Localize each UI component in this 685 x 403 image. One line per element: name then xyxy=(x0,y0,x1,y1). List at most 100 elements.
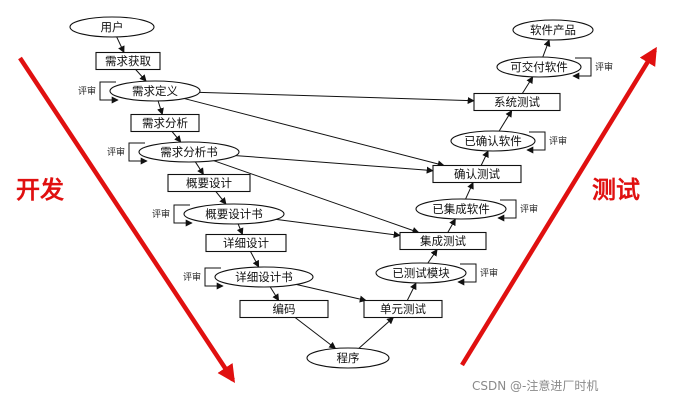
flow-edge xyxy=(194,161,204,176)
flow-edge xyxy=(236,223,244,236)
node-label: 程序 xyxy=(337,351,360,365)
flow-edge xyxy=(135,69,147,82)
review-loop: 评审 xyxy=(526,131,567,154)
node-shape xyxy=(415,198,507,220)
flow-edge xyxy=(406,282,417,301)
flow-edge xyxy=(427,248,438,264)
node-shape xyxy=(183,203,285,225)
node-label: 可交付软件 xyxy=(510,60,568,74)
flow-edge xyxy=(215,191,227,205)
flow-edge xyxy=(358,317,394,349)
node-shape xyxy=(95,51,161,71)
review-loop-line xyxy=(497,199,517,222)
node-label: 已集成软件 xyxy=(432,202,490,216)
node-label: 系统测试 xyxy=(494,95,540,109)
left-node-2: 需求获取 xyxy=(95,51,161,71)
node-shape xyxy=(496,56,582,78)
node-label: 需求分析书 xyxy=(160,145,218,159)
node-shape xyxy=(138,141,240,163)
node-label: 单元测试 xyxy=(380,302,426,316)
review-loop: 评审 xyxy=(572,57,613,80)
node-label: 用户 xyxy=(101,20,124,34)
node-label: 编码 xyxy=(273,302,296,316)
node-shape xyxy=(214,266,314,288)
node-label: 已确认软件 xyxy=(464,134,522,148)
node-shape xyxy=(109,80,201,102)
bottom-node: 程序 xyxy=(306,347,390,369)
node-shape xyxy=(399,231,487,251)
node-shape xyxy=(450,130,536,152)
node-shape xyxy=(473,92,561,112)
review-loop-line xyxy=(457,263,477,286)
node-shape xyxy=(69,16,155,38)
review-label: 评审 xyxy=(520,203,538,215)
review-label: 评审 xyxy=(549,135,567,147)
review-label: 评审 xyxy=(78,85,96,97)
node-shape xyxy=(130,113,200,133)
review-label: 评审 xyxy=(152,208,170,220)
flow-edge xyxy=(498,109,513,132)
right-node-9: 软件产品 xyxy=(512,19,594,41)
flow-edge xyxy=(171,131,182,143)
cross-link-edge xyxy=(275,218,401,239)
left-node-5: 需求分析书 xyxy=(138,141,240,163)
flow-edge xyxy=(250,251,260,268)
node-shape xyxy=(205,233,287,253)
review-loop-line xyxy=(204,267,224,290)
review-loop-line xyxy=(572,57,592,80)
cross-link-edge xyxy=(184,98,445,168)
watermark: CSDN @-注意进厂时机 xyxy=(472,378,598,393)
review-loop: 评审 xyxy=(78,81,119,104)
flow-edge xyxy=(116,36,125,54)
node-label: 需求分析 xyxy=(142,116,188,130)
left-side-label: 开发 xyxy=(16,176,64,204)
flow-edge xyxy=(447,218,456,233)
review-loop-line xyxy=(526,131,546,154)
review-loop-line xyxy=(99,81,119,104)
review-loop-line xyxy=(128,142,148,165)
node-label: 详细设计 xyxy=(223,236,269,250)
left-node-3: 需求定义 xyxy=(109,80,201,102)
review-label: 评审 xyxy=(595,61,613,73)
right-node-3: 集成测试 xyxy=(399,231,487,251)
node-label: 集成测试 xyxy=(420,234,466,248)
review-loop-line xyxy=(173,204,193,227)
node-shape xyxy=(239,299,329,319)
node-shape xyxy=(363,299,443,319)
development-arrow xyxy=(18,56,235,384)
right-node-2: 已测试模块 xyxy=(375,262,467,284)
node-label: 软件产品 xyxy=(530,23,576,37)
node-shape xyxy=(375,262,467,284)
left-node-10: 编码 xyxy=(239,299,329,319)
right-node-4: 已集成软件 xyxy=(415,198,507,220)
left-node-7: 概要设计书 xyxy=(183,203,285,225)
flow-edge xyxy=(294,317,337,349)
cross-link-edge xyxy=(199,91,475,105)
review-loop: 评审 xyxy=(457,263,498,286)
flow-edge xyxy=(521,76,534,94)
review-loop: 评审 xyxy=(152,204,193,227)
node-shape xyxy=(167,173,251,193)
flow-edge xyxy=(465,181,474,200)
node-shape xyxy=(432,164,522,184)
node-shape xyxy=(306,347,390,369)
review-loop: 评审 xyxy=(183,267,224,290)
review-loops: 评审评审评审评审评审评审评审评审 xyxy=(78,57,613,290)
right-node-6: 已确认软件 xyxy=(450,130,536,152)
node-label: 详细设计书 xyxy=(235,270,293,284)
review-label: 评审 xyxy=(107,146,125,158)
review-label: 评审 xyxy=(183,271,201,283)
node-label: 需求定义 xyxy=(132,84,178,98)
cross-link-edge xyxy=(213,160,420,234)
right-node-7: 系统测试 xyxy=(473,92,561,112)
flow-edge xyxy=(157,100,164,116)
left-node-8: 详细设计 xyxy=(205,233,287,253)
left-node-4: 需求分析 xyxy=(130,113,200,133)
review-loop: 评审 xyxy=(107,142,148,165)
node-label: 确认测试 xyxy=(454,167,500,181)
left-node-9: 详细设计书 xyxy=(214,266,314,288)
cross-link-edge xyxy=(235,155,434,174)
right-side-label: 测试 xyxy=(592,176,640,204)
flow-edge xyxy=(542,39,551,58)
